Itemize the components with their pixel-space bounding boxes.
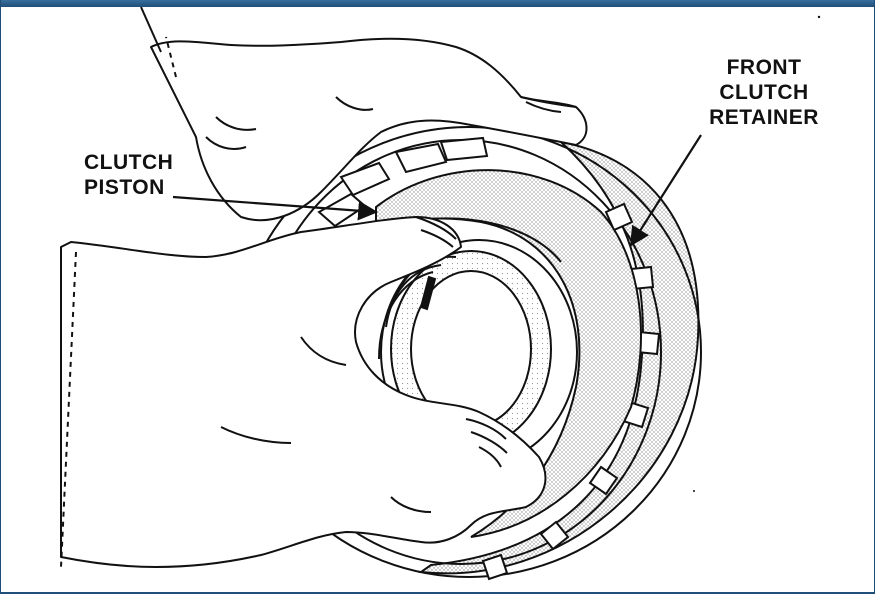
lower-hand — [60, 216, 547, 568]
front-clutch-retainer-label-line-2: CLUTCH — [719, 81, 809, 104]
front-clutch-retainer-label: FRONT CLUTCH RETAINER — [701, 55, 827, 130]
clutch-piston-label: CLUTCH PISTON — [84, 150, 173, 200]
clutch-piston-label-line-1: CLUTCH — [84, 151, 174, 174]
retainer-hub — [378, 239, 578, 465]
callout-arrows — [172, 134, 702, 247]
upper-hand — [140, 7, 588, 222]
scan-specks — [693, 15, 821, 492]
window-top-border — [1, 0, 874, 7]
clutch-piston-label-line-2: PISTON — [84, 176, 165, 199]
front-clutch-retainer-label-line-3: RETAINER — [709, 106, 819, 129]
front-clutch-retainer-label-line-1: FRONT — [726, 56, 802, 79]
clutch-piston-arrow — [172, 195, 378, 221]
front-clutch-retainer-arrow — [629, 134, 702, 247]
clutch-assembly-illustration — [60, 7, 821, 581]
